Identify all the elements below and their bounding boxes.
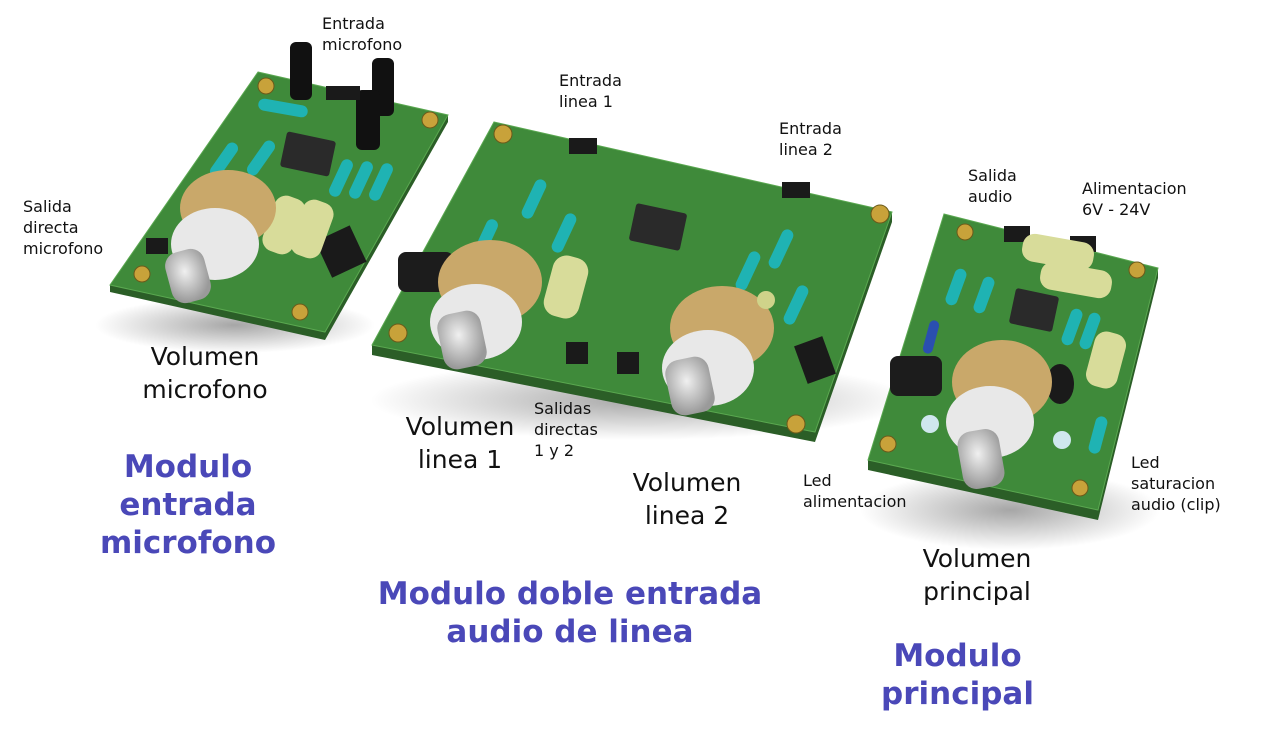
label-line-volume-2: Volumen linea 2	[632, 468, 742, 530]
resistor	[922, 320, 940, 354]
pin-header	[794, 336, 836, 384]
mounting-pad	[870, 204, 890, 224]
audio-jack	[890, 356, 942, 396]
mounting-pad	[133, 265, 151, 283]
resistor	[246, 140, 276, 176]
label-line-input-1: Entrada linea 1	[559, 71, 622, 111]
resistor	[783, 285, 809, 325]
resistor	[945, 268, 967, 306]
resistor	[209, 142, 239, 178]
mounting-pad	[291, 303, 309, 321]
mounting-pad	[493, 124, 513, 144]
resistor	[1088, 416, 1108, 454]
resistor	[329, 159, 353, 197]
led	[1053, 431, 1071, 449]
film-capacitor	[1040, 261, 1112, 299]
title-line-module: Modulo doble entrada audio de linea	[377, 576, 763, 650]
pcb-side	[815, 212, 892, 442]
resistor	[735, 251, 761, 291]
film-capacitor	[543, 255, 589, 319]
resistor	[258, 98, 308, 118]
film-capacitor	[290, 199, 334, 259]
resistor	[551, 213, 577, 253]
pin-header	[617, 352, 639, 374]
pcb-side	[325, 115, 448, 340]
electrolytic-capacitor	[356, 90, 380, 150]
label-mic-volume: Volumen microfono	[142, 342, 268, 404]
led	[757, 291, 775, 309]
transistor	[1046, 364, 1074, 404]
resistor	[1079, 312, 1101, 350]
potentiometer-knob	[957, 429, 1005, 489]
board-microphone-module	[109, 42, 449, 340]
title-mic-module: Modulo entrada microfono	[99, 449, 277, 561]
resistor	[521, 179, 547, 219]
label-power-supply: Alimentacion 6V - 24V	[1082, 179, 1187, 219]
pin-header	[1004, 226, 1030, 242]
potentiometer-knob	[437, 310, 487, 370]
pin-header	[146, 238, 168, 254]
pcb-side	[110, 285, 325, 340]
label-mic-input: Entrada microfono	[322, 14, 403, 54]
pcb-side	[868, 460, 1098, 520]
resistor	[349, 161, 373, 199]
label-mic-direct-out: Salida directa microfono	[23, 197, 104, 258]
pcb-side	[1098, 268, 1158, 520]
mounting-pad	[388, 323, 408, 343]
board-line-module	[371, 121, 893, 442]
film-capacitor	[1022, 233, 1094, 271]
mounting-pad	[257, 77, 275, 95]
label-clip-led: Led saturacion audio (clip)	[1131, 453, 1221, 514]
board-main-module	[867, 213, 1159, 520]
label-line-direct-outs: Salidas directas 1 y 2	[534, 399, 598, 460]
potentiometer-knob	[165, 248, 211, 304]
resistor	[1061, 308, 1083, 346]
pin-header	[315, 225, 367, 278]
mounting-pad	[879, 435, 897, 453]
resistor	[369, 163, 393, 201]
pin-header	[326, 86, 360, 100]
mounting-pad	[956, 223, 974, 241]
led	[921, 415, 939, 433]
ic-chip	[629, 203, 687, 251]
mounting-pad	[421, 111, 439, 129]
pin-header	[569, 138, 597, 154]
mounting-pad	[1071, 479, 1089, 497]
ic-chip	[280, 131, 336, 177]
potentiometer-knob	[665, 356, 715, 416]
ic-chip	[1009, 288, 1059, 332]
resistor	[768, 229, 794, 269]
pin-header	[566, 342, 588, 364]
label-audio-out: Salida audio	[968, 166, 1017, 206]
label-main-volume: Volumen principal	[922, 544, 1032, 606]
label-power-led: Led alimentacion	[803, 471, 907, 511]
mounting-pad	[786, 414, 806, 434]
title-main-module: Modulo principal	[881, 638, 1034, 712]
label-line-volume-1: Volumen linea 1	[405, 412, 515, 474]
label-line-input-2: Entrada linea 2	[779, 119, 842, 159]
pin-header	[782, 182, 810, 198]
mounting-pad	[1128, 261, 1146, 279]
electrolytic-capacitor	[290, 42, 312, 100]
film-capacitor	[1085, 331, 1127, 389]
resistor	[973, 276, 995, 314]
pcb-side	[372, 345, 815, 442]
